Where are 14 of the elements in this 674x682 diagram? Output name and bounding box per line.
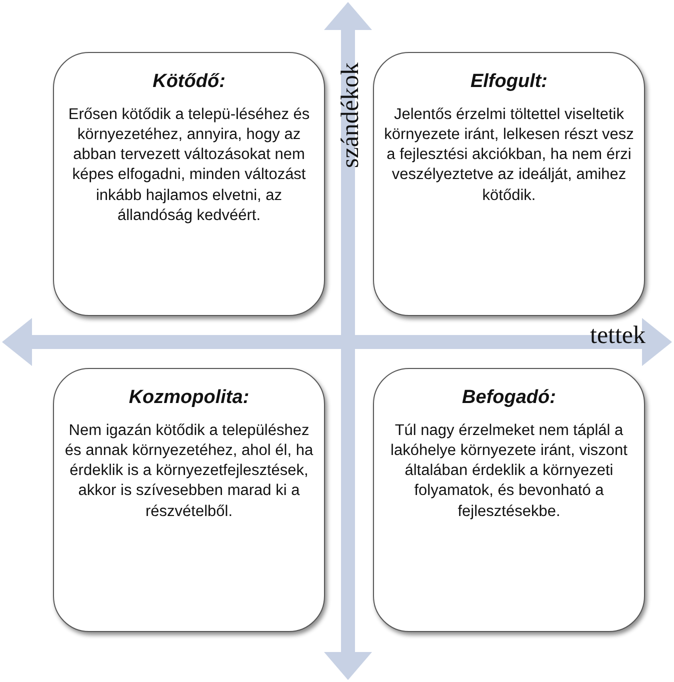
quadrant-title: Elfogult: [469,71,549,93]
axis-label: tettek [590,322,646,350]
quadrant-card [53,52,325,316]
quadrant-description: Jelentős érzelmi töltettel viseltetik környezete iránt, lelkesen részt vesz a fejlesztési akciókban, ha nem érzi veszélyeztetve az ideálját, amihez kötődik. [384,105,634,206]
quadrant-card [373,368,645,632]
quadrant-card [373,52,645,316]
quadrant-description: Nem igazán kötődik a településhez és annak környezetéhez, ahol él, ha érdeklik is a környezetfejlesztések, akkor is szívesebben marad ki a részvételből. [64,421,314,522]
quadrant-description: Erősen kötődik a telepü-léséhez és környezetéhez, annyira, hogy az abban tervezett változásokat nem képes elfogadni, minden változást inkább hajlamos elvetni, az állandóság kedvéért. [67,105,311,226]
quadrant-card [53,368,325,632]
quadrant-title: Befogadó: [461,387,557,409]
quadrant-title: Kozmopolita: [128,387,250,409]
quadrant-title: Kötődő: [152,71,226,93]
axis-label: szándékok [337,62,365,168]
quadrant-description: Túl nagy érzelmeket nem táplál a lakóhelye környezete iránt, viszont általában érdeklik a környezeti folyamatok, és bevonható a fejlesztésekbe. [390,421,628,522]
